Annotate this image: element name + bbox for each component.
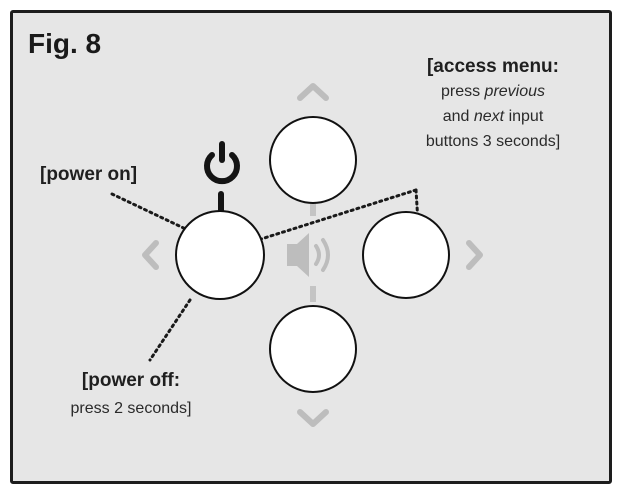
chevron-up-icon	[297, 83, 329, 101]
access-menu-line-3: buttons 3 seconds]	[425, 133, 561, 150]
access-menu-line-1-text: press	[440, 83, 481, 100]
access-menu-line-1: press previous	[398, 79, 588, 104]
bottom-button[interactable]	[269, 305, 357, 393]
power-icon	[204, 141, 240, 185]
access-menu-line-2-pre: and	[442, 108, 470, 125]
chevron-right-icon	[466, 240, 483, 270]
leader-access-left	[256, 188, 418, 242]
power-on-label: [power on]	[40, 164, 138, 185]
access-menu-line-2: and next input	[398, 104, 588, 129]
chevron-down-icon	[297, 409, 329, 427]
power-off-callout: [power off: press 2 seconds]	[56, 367, 206, 423]
speaker-volume-icon	[287, 233, 330, 277]
leader-power-on	[110, 192, 194, 234]
leader-power-off	[148, 298, 192, 362]
access-menu-callout: [access menu: press previous and next in…	[398, 54, 588, 154]
figure-title: Fig. 8	[28, 28, 102, 59]
top-button[interactable]	[269, 116, 357, 204]
chevron-left-icon	[142, 240, 159, 270]
access-menu-line-2-post: input	[508, 108, 544, 125]
power-off-heading: [power off:	[81, 370, 181, 391]
access-menu-previous-word: previous	[484, 83, 546, 100]
power-off-line-1: press 2 seconds]	[70, 400, 192, 417]
power-button[interactable]	[175, 210, 265, 300]
right-button[interactable]	[362, 211, 450, 299]
access-menu-heading: [access menu:	[426, 56, 559, 77]
access-menu-next-word: next	[473, 108, 505, 125]
